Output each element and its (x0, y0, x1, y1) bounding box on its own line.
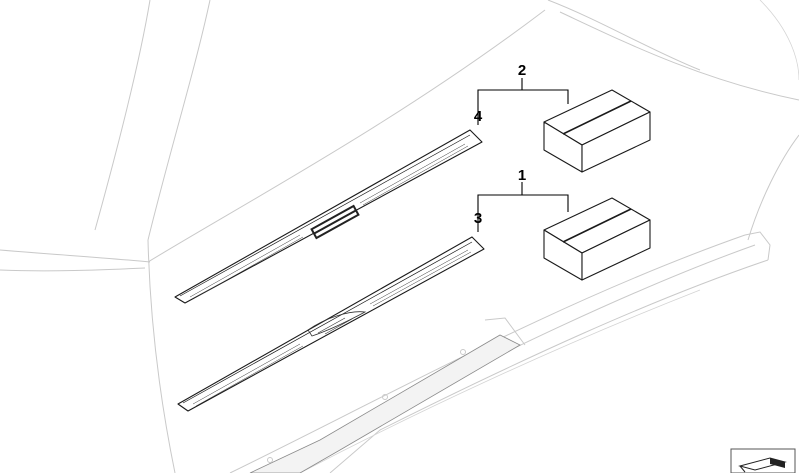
door-sill-strip-3[interactable] (177, 236, 485, 412)
sill-logo-emblem (307, 311, 367, 337)
parts-box-2[interactable] (543, 89, 651, 173)
checkered-flag-emblem (310, 204, 360, 240)
callout-3: 3 (474, 210, 482, 227)
door-sill-strip-4[interactable] (174, 129, 483, 304)
callout-1: 1 (518, 167, 526, 184)
parts-box-1[interactable] (543, 197, 651, 281)
rocker-panel (229, 231, 771, 473)
callout-4: 4 (474, 108, 483, 125)
arrow-icon[interactable] (730, 448, 796, 473)
callout-2: 2 (518, 62, 526, 79)
leader-lines (477, 78, 569, 232)
